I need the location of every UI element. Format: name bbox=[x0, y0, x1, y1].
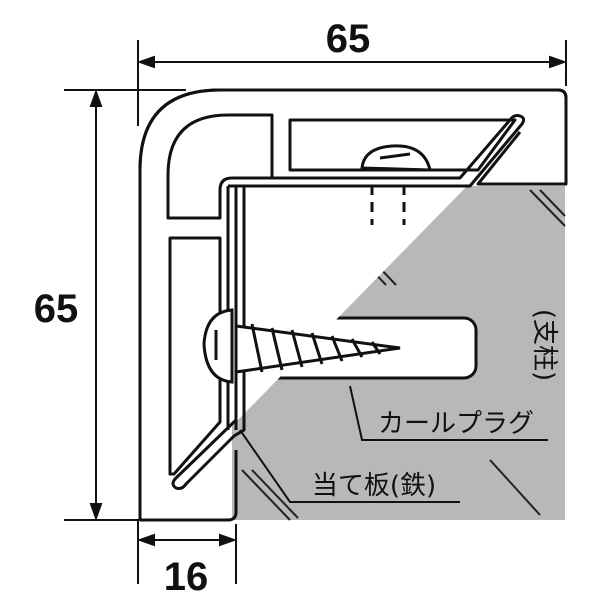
dimension-top: 65 bbox=[326, 17, 371, 61]
plug-screw bbox=[234, 323, 401, 374]
screw-head-top bbox=[360, 144, 432, 225]
plate-leader bbox=[239, 429, 460, 503]
dimension-lines bbox=[64, 40, 567, 584]
leader-lines bbox=[239, 385, 548, 503]
plug-leader bbox=[349, 385, 548, 441]
label-pillar: (支柱) bbox=[529, 309, 559, 381]
label-plug: カールプラグ bbox=[378, 409, 534, 439]
dimension-bottom: 16 bbox=[164, 555, 209, 599]
label-plate: 当て板(鉄) bbox=[312, 471, 436, 501]
dimension-left: 65 bbox=[34, 287, 79, 331]
screw-head-left bbox=[202, 308, 234, 384]
